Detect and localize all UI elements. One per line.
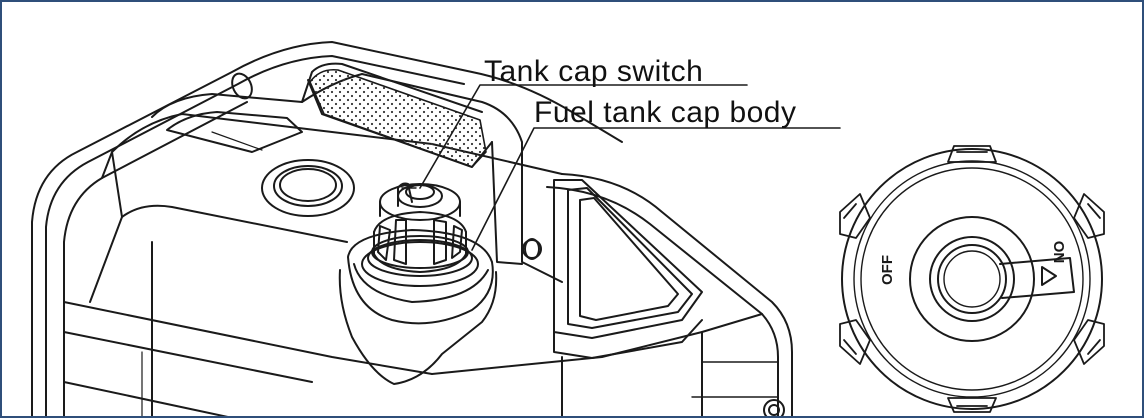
fuel-tank-cap-assembly xyxy=(338,182,498,385)
cap-lugs xyxy=(839,145,1105,413)
generator-body xyxy=(31,41,793,416)
round-top-button xyxy=(261,159,355,217)
fuel-tank-cap-body-label: Fuel tank cap body xyxy=(534,96,797,129)
leader-tank-cap-switch xyxy=(419,84,748,189)
off-marking: OFF xyxy=(879,255,896,285)
carry-handle xyxy=(151,62,563,283)
leader-fuel-tank-cap-body xyxy=(471,127,841,251)
tank-cap-switch-label: Tank cap switch xyxy=(484,55,704,88)
triangle-vent-panel xyxy=(553,179,703,359)
on-marking: ON xyxy=(1050,241,1067,264)
callout-leaders xyxy=(419,84,841,251)
cap-top-view xyxy=(839,145,1105,413)
play-arrow-icon xyxy=(1041,266,1057,286)
